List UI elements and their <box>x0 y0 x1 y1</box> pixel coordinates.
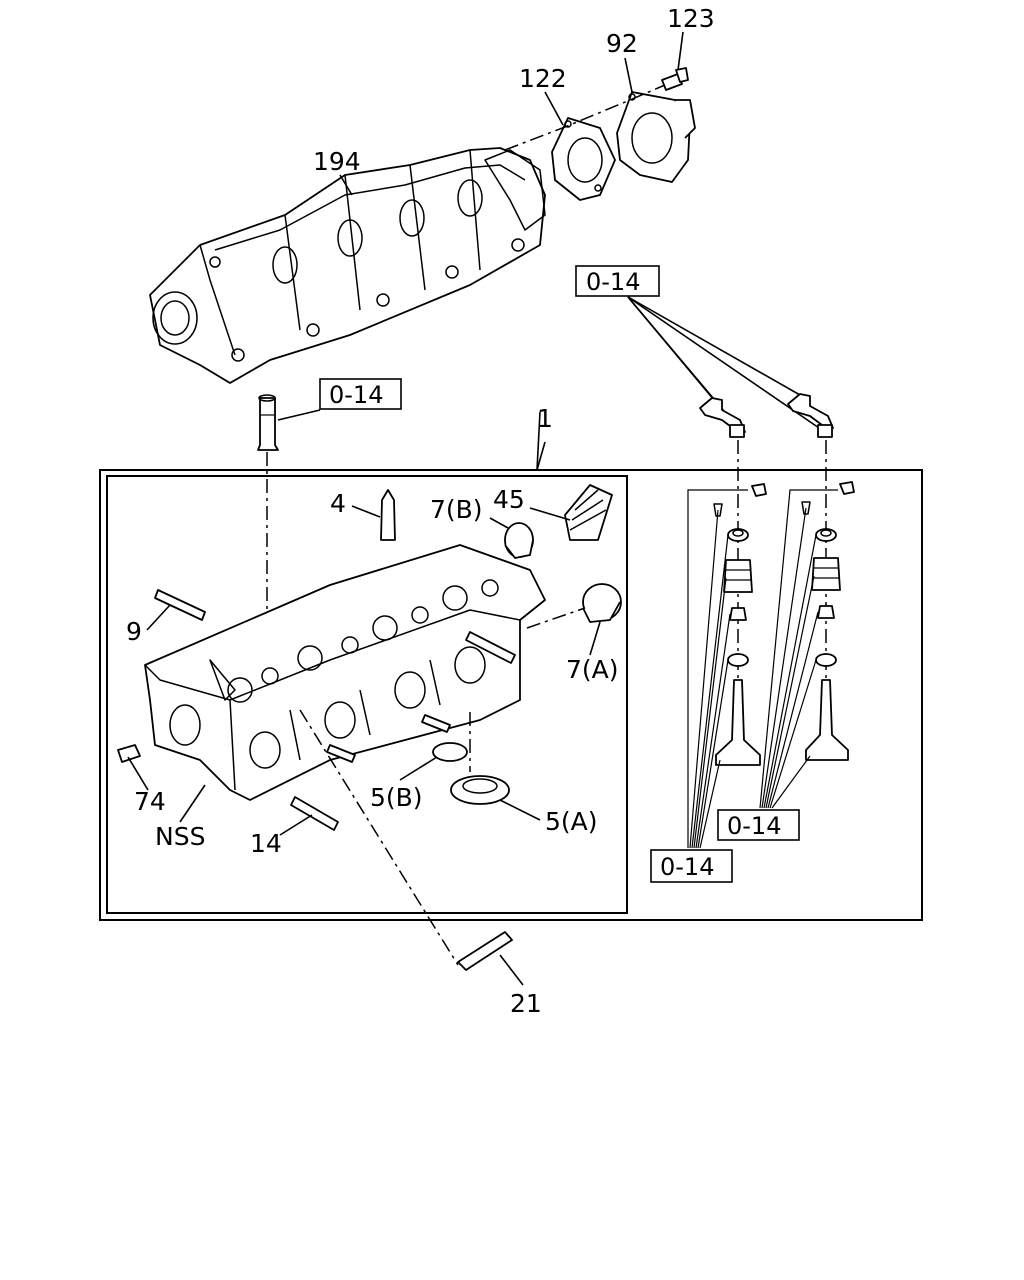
reference-box-0-14: 0-14 <box>575 265 660 297</box>
plug-part <box>117 744 141 763</box>
dowel-pin-part <box>380 489 396 541</box>
stud-bolts <box>154 589 516 831</box>
assembly-outer-frame <box>99 469 923 921</box>
callout-45: 45 <box>493 485 525 514</box>
cylinder-head-cover-part <box>149 147 546 384</box>
reference-box-0-14: 0-14 <box>650 849 733 883</box>
valve-rocker-part <box>699 393 834 438</box>
svg-text:0-14: 0-14 <box>727 812 781 840</box>
callout-4: 4 <box>330 489 346 518</box>
callout-1: 1 <box>537 404 553 433</box>
callout-5b: 5(B) <box>370 783 423 812</box>
seal-large-part <box>450 775 510 805</box>
callout-123: 123 <box>667 4 715 33</box>
cylinder-head-inner-frame <box>106 475 628 914</box>
callout-5a: 5(A) <box>545 807 598 836</box>
svg-text:0-14: 0-14 <box>660 853 714 881</box>
svg-text:0-14: 0-14 <box>329 381 383 409</box>
callout-194: 194 <box>313 147 361 176</box>
filter-screen-part <box>564 484 613 541</box>
callout-74: 74 <box>134 787 166 816</box>
reference-box-0-14: 0-14 <box>717 809 800 841</box>
callout-14: 14 <box>250 829 282 858</box>
valve-set-left <box>713 483 767 766</box>
valve-set-right <box>801 481 855 761</box>
cylinder-head-part <box>144 544 546 801</box>
thermostat-housing-part <box>616 91 696 183</box>
lash-adjuster-part <box>257 394 279 451</box>
callout-7b: 7(B) <box>430 495 483 524</box>
cap-plug-large-part <box>582 583 622 623</box>
bolt-part <box>661 67 689 91</box>
glow-plug-part <box>457 931 513 971</box>
callout-21: 21 <box>510 989 542 1018</box>
gasket-part <box>551 117 616 201</box>
callout-7a: 7(A) <box>566 655 619 684</box>
seal-small-part <box>432 742 468 762</box>
callout-122: 122 <box>519 64 567 93</box>
reference-box-0-14: 0-14 <box>319 378 402 410</box>
cap-plug-small-part <box>504 522 534 559</box>
callout-92: 92 <box>606 29 638 58</box>
callout-9: 9 <box>126 617 142 646</box>
callout-nss: NSS <box>155 822 205 851</box>
svg-text:0-14: 0-14 <box>586 268 640 296</box>
